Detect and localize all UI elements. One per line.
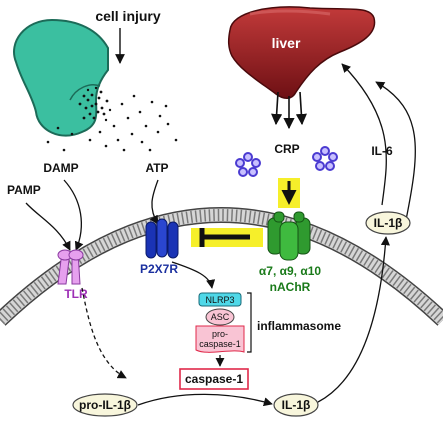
nachr-inhibits-p2x7r-symbol (191, 228, 263, 247)
il1b-mature-label: IL-1β (282, 398, 311, 412)
liver-label: liver (272, 35, 301, 51)
il1b-secreted-label: IL-1β (374, 216, 403, 230)
cell-injury-label: cell injury (95, 8, 161, 24)
pro-il1b: pro-IL-1β (72, 393, 138, 417)
crp-release-arrow-1 (271, 91, 283, 126)
il6-arrow (341, 63, 387, 206)
nachr-receptor (267, 211, 311, 261)
pro-il1b-to-il1b-arrow (137, 393, 273, 407)
asc-label: ASC (211, 312, 230, 322)
caspase1-box: caspase-1 (179, 368, 249, 390)
nachr-label: nAChR (270, 280, 311, 294)
il1b-secretion-arrow (317, 236, 390, 403)
p2x7r-label: P2X7R (140, 262, 178, 276)
tlr-receptor (57, 249, 84, 285)
inflammasome-label: inflammasome (257, 319, 341, 333)
atp-arrow (149, 179, 159, 225)
nachr-subunits-label: α7, α9, α10 (259, 264, 321, 278)
damp-arrow (63, 179, 84, 251)
liver-organ (227, 6, 376, 99)
tlr-label: TLR (64, 287, 88, 301)
pro-il1b-label: pro-IL-1β (79, 398, 131, 412)
il1b-secreted: IL-1β (365, 211, 411, 235)
caspase1-label: caspase-1 (185, 372, 243, 386)
damp-particles (46, 94, 178, 152)
inflammasome-complex: NLRP3 ASC pro- caspase-1 (195, 292, 252, 353)
crp-label: CRP (274, 142, 299, 156)
crp-pentamer-left (235, 152, 261, 177)
p2x7r-to-inflammasome-arrow (171, 261, 216, 289)
crp-binding-arrow (278, 178, 300, 208)
pamp-label: PAMP (7, 183, 41, 197)
crp-release-arrow-3 (295, 91, 307, 126)
damp-label: DAMP (43, 161, 78, 175)
pamp-arrow (25, 202, 71, 251)
atp-label: ATP (145, 161, 168, 175)
procaspase-label-line1: pro- (212, 329, 228, 339)
nlrp3-label: NLRP3 (205, 295, 234, 305)
p2x7r-receptor (145, 218, 179, 259)
procaspase-label-line2: caspase-1 (199, 339, 241, 349)
il6-label: IL-6 (371, 144, 393, 158)
crp-pentamer-right (312, 146, 338, 171)
il1b-mature: IL-1β (273, 393, 319, 417)
il1b-to-liver-arrow (375, 81, 416, 221)
injured-cell (13, 18, 112, 137)
tlr-to-pro-il1b-arrow (81, 287, 127, 379)
